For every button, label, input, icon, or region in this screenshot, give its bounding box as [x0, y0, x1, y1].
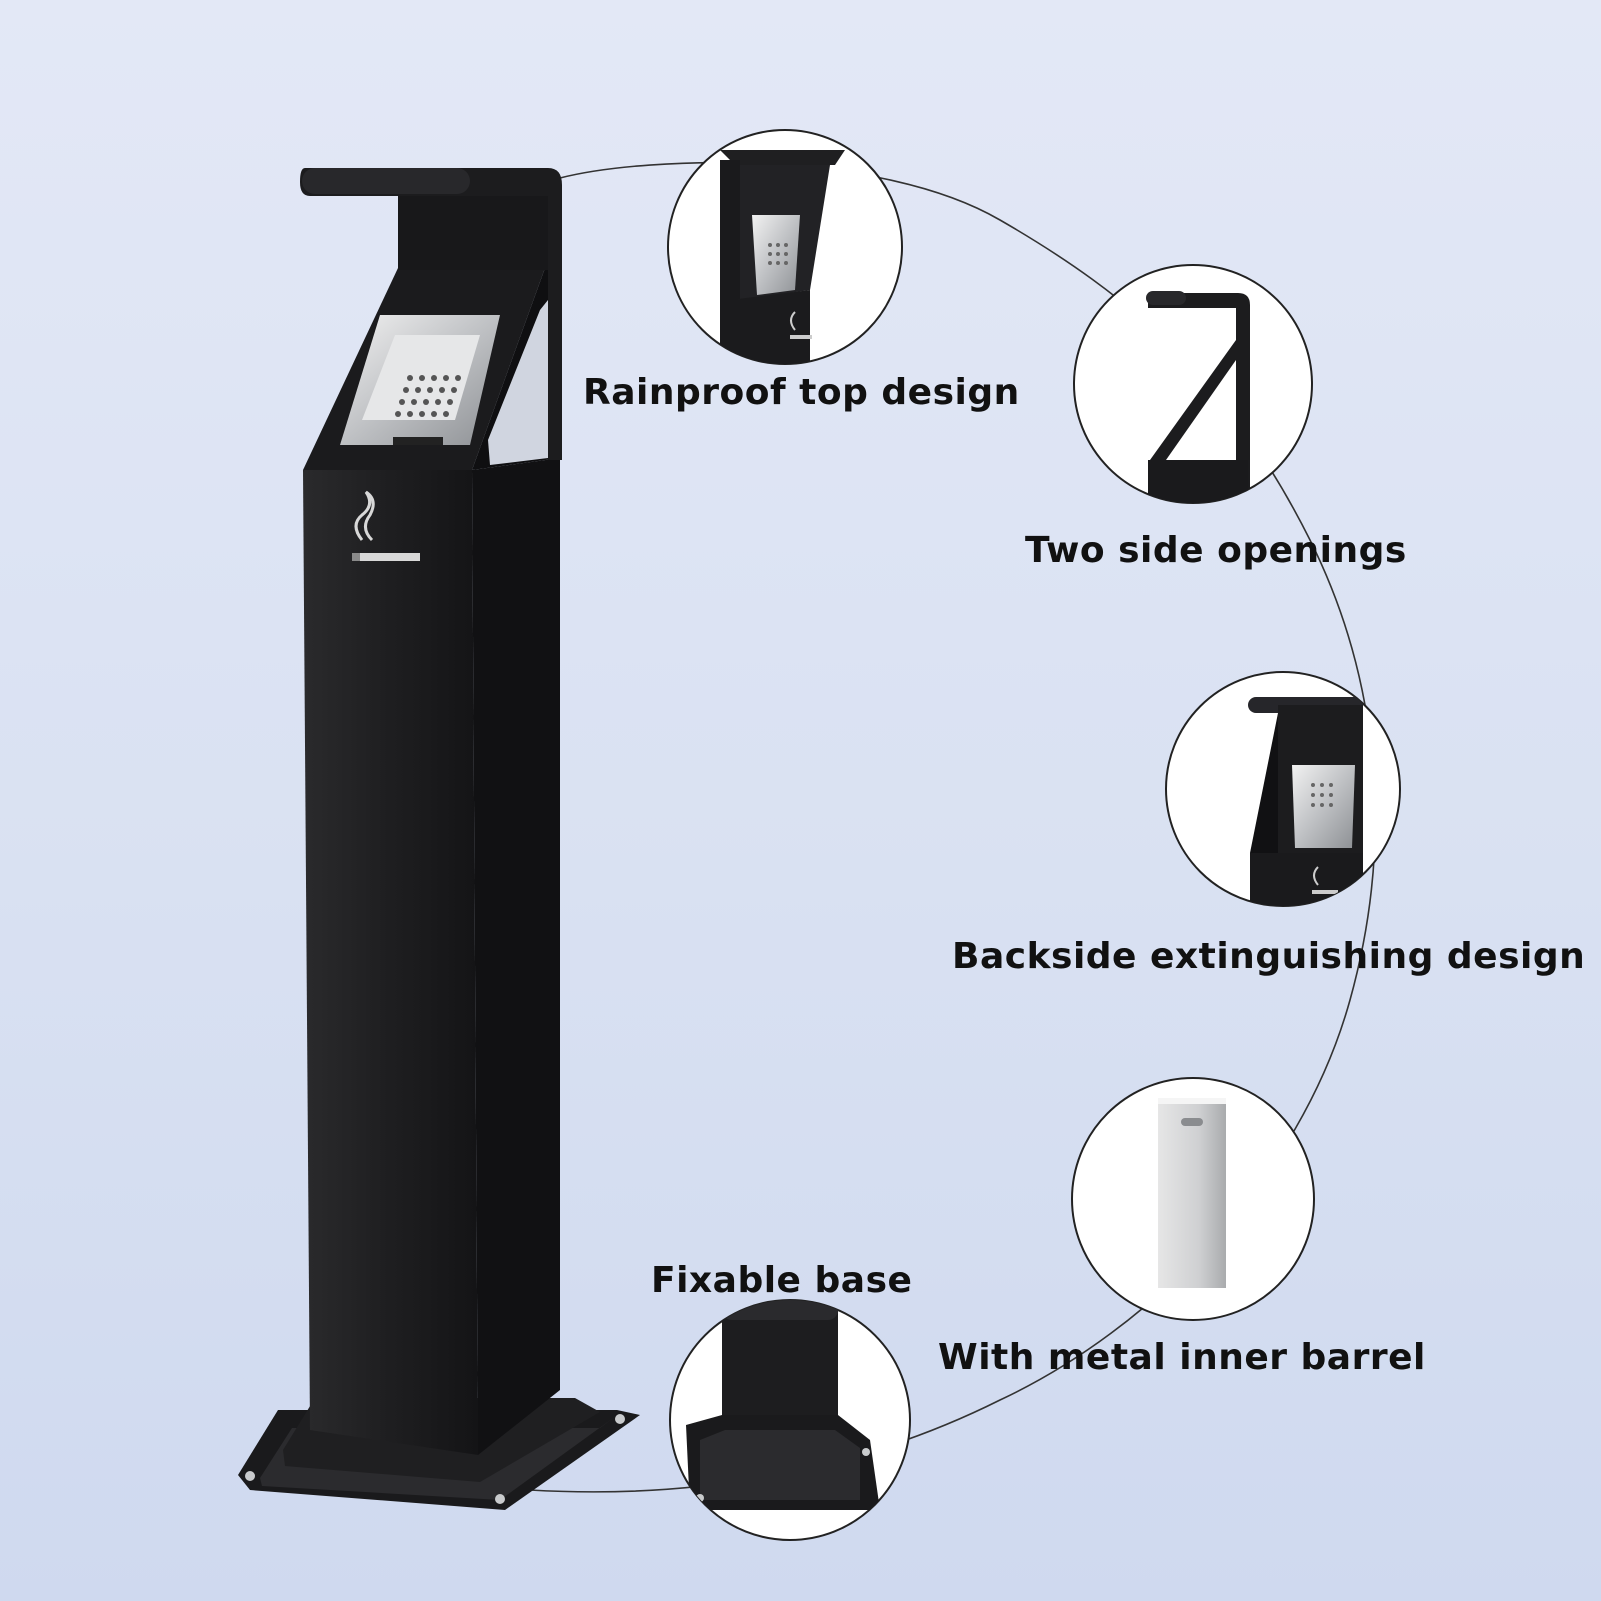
main-ashtray-product [238, 168, 640, 1510]
label-rainproof-top: Rainproof top design [583, 372, 1020, 413]
column-side [472, 458, 560, 1455]
label-two-side-openings: Two side openings [1025, 530, 1407, 571]
detail-circle-base [669, 1299, 911, 1541]
side-opening [488, 300, 548, 465]
column-front [303, 470, 478, 1455]
label-backside-extinguishing: Backside extinguishing design [952, 936, 1586, 977]
rain-hood-back [398, 195, 556, 270]
label-fixable-base: Fixable base [651, 1260, 913, 1301]
detail-circle-side-openings [1073, 264, 1313, 504]
detail-circle-inner-barrel [1071, 1077, 1315, 1321]
smoking-symbol [352, 490, 420, 561]
label-metal-inner-barrel: With metal inner barrel [938, 1337, 1426, 1378]
detail-circle-backside [1165, 671, 1401, 907]
detail-circle-rainproof [667, 129, 903, 365]
